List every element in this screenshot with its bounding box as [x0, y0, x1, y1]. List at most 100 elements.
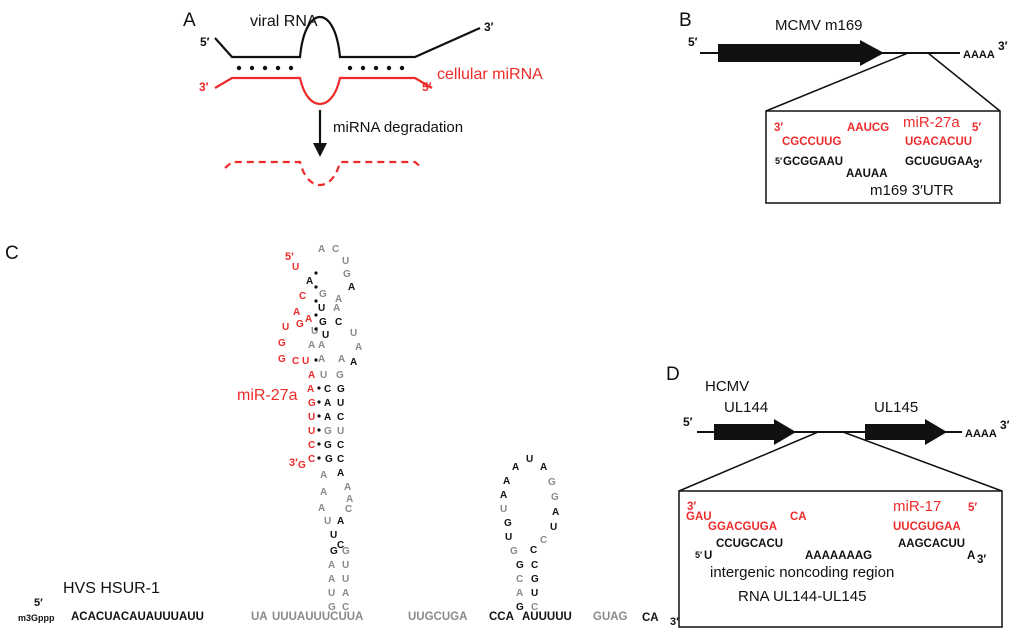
- ul145-gene-arrow: [865, 419, 947, 445]
- svg-text:G: G: [343, 269, 351, 280]
- b-three-prime: 3′: [998, 39, 1008, 53]
- svg-text:C: C: [342, 602, 349, 613]
- svg-text:A: A: [307, 384, 314, 395]
- mirna-three-prime: 3′: [199, 80, 209, 94]
- svg-text:A: A: [333, 303, 340, 314]
- svg-text:A: A: [324, 398, 331, 409]
- svg-text:G: G: [278, 354, 286, 365]
- cellular-mirna-label: cellular miRNA: [437, 66, 543, 83]
- d-target-seq-3: AAAAAAAG: [805, 550, 872, 562]
- d-target-three-prime: 3′: [977, 554, 986, 566]
- svg-text:U: U: [324, 516, 331, 527]
- c-seq-6: AUUUUU: [522, 611, 572, 623]
- degradation-label: miRNA degradation: [333, 119, 463, 136]
- svg-text:U: U: [302, 356, 309, 367]
- pairing-dots: [236, 65, 405, 71]
- svg-text:G: G: [510, 546, 518, 557]
- svg-text:U: U: [342, 574, 349, 585]
- svg-text:A: A: [318, 354, 325, 365]
- d-target-seq-1: U: [704, 550, 712, 562]
- svg-text:A: A: [512, 462, 519, 473]
- svg-text:G: G: [278, 338, 286, 349]
- svg-text:G: G: [319, 317, 327, 328]
- panel-b: B MCMV m169 5′ AAAA 3′ miR-27a 3′ 5′ AAU…: [679, 10, 1008, 204]
- svg-text:U: U: [500, 504, 507, 515]
- svg-text:G: G: [328, 602, 336, 613]
- m169-gene-arrow: [718, 40, 884, 66]
- b-mir-three-prime: 3′: [774, 122, 783, 134]
- svg-text:C: C: [540, 535, 547, 546]
- panel-b-letter: B: [679, 10, 692, 31]
- svg-text:C: C: [308, 454, 315, 465]
- c-seq-3: UUUAUUUCUUA: [272, 611, 363, 623]
- d-caption-line-1: intergenic noncoding region: [710, 564, 894, 581]
- svg-text:G: G: [336, 370, 344, 381]
- svg-text:C: C: [530, 545, 537, 556]
- svg-text:A: A: [324, 412, 331, 423]
- c-five-prime: 5′: [34, 597, 43, 609]
- svg-text:A: A: [337, 468, 344, 479]
- mirna-five-prime: 5′: [422, 80, 432, 94]
- svg-text:U: U: [282, 322, 289, 333]
- svg-text:A: A: [338, 354, 345, 365]
- hairpin-1-pair-dots: [314, 271, 321, 460]
- svg-text:C: C: [337, 454, 344, 465]
- c-mir27a-label: miR-27a: [237, 387, 298, 404]
- c-three-prime: 3′: [670, 616, 679, 628]
- b-utr-seq-1: GCGGAAU: [783, 156, 843, 168]
- svg-text:U: U: [342, 256, 349, 267]
- svg-text:U: U: [318, 303, 325, 314]
- svg-text:A: A: [328, 574, 335, 585]
- c-mir-three-prime: 3′: [289, 457, 298, 469]
- mirna-strand: [214, 76, 433, 106]
- svg-text:A: A: [500, 490, 507, 501]
- svg-text:A: A: [320, 470, 327, 481]
- d-target-five-prime: 5′: [695, 550, 702, 560]
- svg-text:G: G: [337, 384, 345, 395]
- b-polya: AAAA: [963, 49, 995, 61]
- svg-text:C: C: [531, 602, 538, 613]
- panel-c: C HVS HSUR-1 miR-27a 5′ m3Gppp ACACUACAU…: [5, 243, 679, 628]
- svg-text:G: G: [551, 492, 559, 503]
- svg-text:U: U: [311, 326, 318, 337]
- svg-text:U: U: [308, 426, 315, 437]
- svg-text:G: G: [298, 460, 306, 471]
- svg-text:A: A: [503, 476, 510, 487]
- svg-text:G: G: [330, 546, 338, 557]
- svg-text:A: A: [335, 294, 342, 305]
- svg-text:G: G: [324, 440, 332, 451]
- d-zoom-line-right: [842, 431, 1003, 492]
- c-seq-4: UUGCUGA: [408, 611, 467, 623]
- svg-text:G: G: [531, 574, 539, 585]
- svg-text:C: C: [516, 574, 523, 585]
- svg-text:A: A: [552, 507, 559, 518]
- d-caption-line-2: RNA UL144-UL145: [738, 588, 866, 605]
- b-utr-five-prime: 5′: [775, 156, 782, 166]
- svg-text:C: C: [531, 560, 538, 571]
- svg-text:G: G: [324, 426, 332, 437]
- panel-a: A viral RNA 5′ 3′ 3′ 5′ cellular miRNA m…: [183, 10, 543, 187]
- ul144-label: UL144: [724, 399, 768, 416]
- b-mir-seq-1: CGCCUUG: [782, 136, 841, 148]
- svg-text:C: C: [308, 440, 315, 451]
- d-mir-seq-2: GGACGUGA: [708, 521, 777, 533]
- c-seq-2: UA: [251, 611, 268, 623]
- c-seq-7: GUAG: [593, 611, 628, 623]
- svg-text:C: C: [324, 384, 331, 395]
- svg-text:G: G: [504, 518, 512, 529]
- svg-text:U: U: [292, 262, 299, 273]
- svg-text:A: A: [305, 314, 312, 325]
- svg-text:A: A: [348, 282, 355, 293]
- svg-text:A: A: [337, 516, 344, 527]
- b-zoom-line-left: [765, 52, 909, 112]
- svg-text:U: U: [337, 426, 344, 437]
- svg-text:C: C: [337, 440, 344, 451]
- svg-text:C: C: [345, 504, 352, 515]
- svg-text:C: C: [292, 356, 299, 367]
- b-utr-seq-3: GCUGUGAA: [905, 156, 973, 168]
- svg-text:G: G: [319, 289, 327, 300]
- svg-text:C: C: [337, 540, 344, 551]
- b-detail-box: [765, 110, 1001, 204]
- viral-rna-strand: [214, 15, 481, 59]
- svg-text:G: G: [308, 398, 316, 409]
